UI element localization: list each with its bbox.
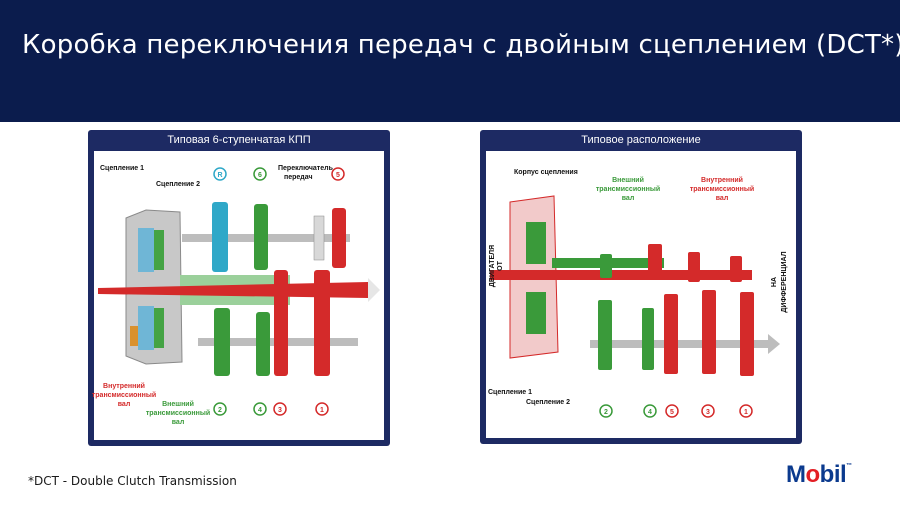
- gear-4: [256, 312, 270, 376]
- label-clutch-2: Сцепление 2: [526, 399, 570, 406]
- label-inner-shaft-3: вал: [118, 401, 131, 408]
- logo-after: bil: [819, 461, 847, 488]
- label-inner-shaft-1: Внутренний: [103, 382, 145, 390]
- gear-2: [598, 300, 612, 370]
- label-clutch-2: Сцепление 2: [156, 181, 200, 188]
- clutch-pack-1: [138, 228, 154, 272]
- slide-title: Коробка переключения передач с двойным с…: [22, 30, 900, 60]
- clutch-pack-3: [138, 306, 154, 350]
- gear-r: [212, 202, 228, 272]
- label-outer-shaft-3: вал: [172, 419, 185, 426]
- gear-5: [664, 294, 678, 374]
- gear-label-5: 5: [670, 409, 674, 416]
- right-diagram-panel: Типовое расположение 2 4 5 3 1 Корп: [480, 130, 802, 444]
- gear-badge-2: [599, 404, 613, 418]
- label-housing: Корпус сцепления: [514, 169, 578, 176]
- gear-label-1: 1: [320, 407, 324, 414]
- gear-badge-5: [331, 167, 345, 181]
- gear-label-3: 3: [278, 407, 282, 414]
- label-outer-shaft-2: трансмиссионный: [596, 185, 660, 193]
- label-outer-shaft-1: Внешний: [612, 176, 644, 184]
- gear-badge-6: [253, 167, 267, 181]
- footnote: *DCT - Double Clutch Transmission: [28, 474, 237, 488]
- right-panel-title: Типовое расположение: [581, 134, 701, 146]
- left-gearbox-drawing: R 6 5 2 4 3 1 Сцепление 1 Сцепление 2 Пе…: [92, 165, 380, 426]
- label-outer-shaft-3: вал: [622, 195, 635, 202]
- gear-label-6: 6: [258, 172, 262, 179]
- logo-before: M: [786, 461, 806, 488]
- gear-6: [254, 204, 268, 270]
- gear-badge-1: [315, 402, 329, 416]
- gear-1: [314, 270, 330, 376]
- label-selector-1: Переключатель: [278, 165, 334, 172]
- label-outer-shaft-1: Внешний: [162, 400, 194, 408]
- gear-4: [642, 308, 654, 370]
- label-engine-2: ДВИГАТЕЛЯ: [489, 245, 496, 287]
- upper-gear-3: [688, 252, 700, 282]
- label-outer-shaft-2: трансмиссионный: [146, 409, 210, 417]
- label-selector-2: передач: [284, 174, 313, 181]
- clutch-pack-2: [154, 230, 164, 270]
- label-diff-2: ДИФФЕРЕНЦИАЛ: [781, 251, 788, 312]
- gear-label-4: 4: [648, 409, 652, 416]
- gear-badge-4: [643, 404, 657, 418]
- gear-badge-3: [701, 404, 715, 418]
- gear-badge-4: [253, 402, 267, 416]
- clutch-pack-1: [526, 222, 546, 264]
- label-inner-shaft-3: вал: [716, 195, 729, 202]
- gear-badge-2: [213, 402, 227, 416]
- label-diff-1: НА: [771, 277, 778, 287]
- gear-3: [702, 290, 716, 374]
- gear-badge-3: [273, 402, 287, 416]
- upper-gear-1: [600, 254, 612, 278]
- label-inner-shaft-1: Внутренний: [701, 176, 743, 184]
- left-diagram-panel: Типовая 6-ступенчатая КПП R 6 5: [88, 130, 390, 446]
- label-engine-1: ОТ: [497, 260, 504, 270]
- gear-label-2: 2: [218, 407, 222, 414]
- gear-1: [740, 292, 754, 376]
- clutch-pack-2: [526, 292, 546, 334]
- gear-2: [214, 308, 230, 376]
- gear-3: [274, 270, 288, 376]
- shaft-output-arrow: [768, 334, 780, 354]
- label-inner-shaft-2: трансмиссионный: [92, 391, 156, 399]
- inner-shaft: [490, 270, 752, 280]
- clutch-pack-5: [130, 326, 138, 346]
- upper-gear-2: [648, 244, 662, 280]
- gear-label-r: R: [217, 172, 222, 179]
- synchro-top: [313, 215, 325, 261]
- gear-badge-1: [739, 404, 753, 418]
- right-gearbox-drawing: 2 4 5 3 1 Корпус сцепления Внешний транс…: [488, 169, 788, 418]
- gear-badge-5: [665, 404, 679, 418]
- left-panel-title: Типовая 6-ступенчатая КПП: [167, 134, 311, 146]
- logo-accent: o: [805, 461, 821, 488]
- upper-gear-4: [730, 256, 742, 282]
- gear-5: [332, 208, 346, 268]
- clutch-pack-4: [154, 308, 164, 348]
- gear-label-3: 3: [706, 409, 710, 416]
- gear-badge-r: [213, 167, 227, 181]
- gear-label-1: 1: [744, 409, 748, 416]
- inner-shaft: [98, 282, 368, 298]
- logo-mark: ™: [846, 463, 852, 469]
- slide-header: Коробка переключения передач с двойным с…: [0, 0, 900, 122]
- gear-label-2: 2: [604, 409, 608, 416]
- label-clutch-1: Сцепление 1: [488, 389, 532, 396]
- gear-label-4: 4: [258, 407, 262, 414]
- lower-shaft: [590, 340, 770, 348]
- label-clutch-1: Сцепление 1: [100, 165, 144, 172]
- shaft-output-arrow: [368, 278, 380, 302]
- mobil-logo: Mobil™: [786, 461, 852, 489]
- gear-label-5: 5: [336, 172, 340, 179]
- label-inner-shaft-2: трансмиссионный: [690, 185, 754, 193]
